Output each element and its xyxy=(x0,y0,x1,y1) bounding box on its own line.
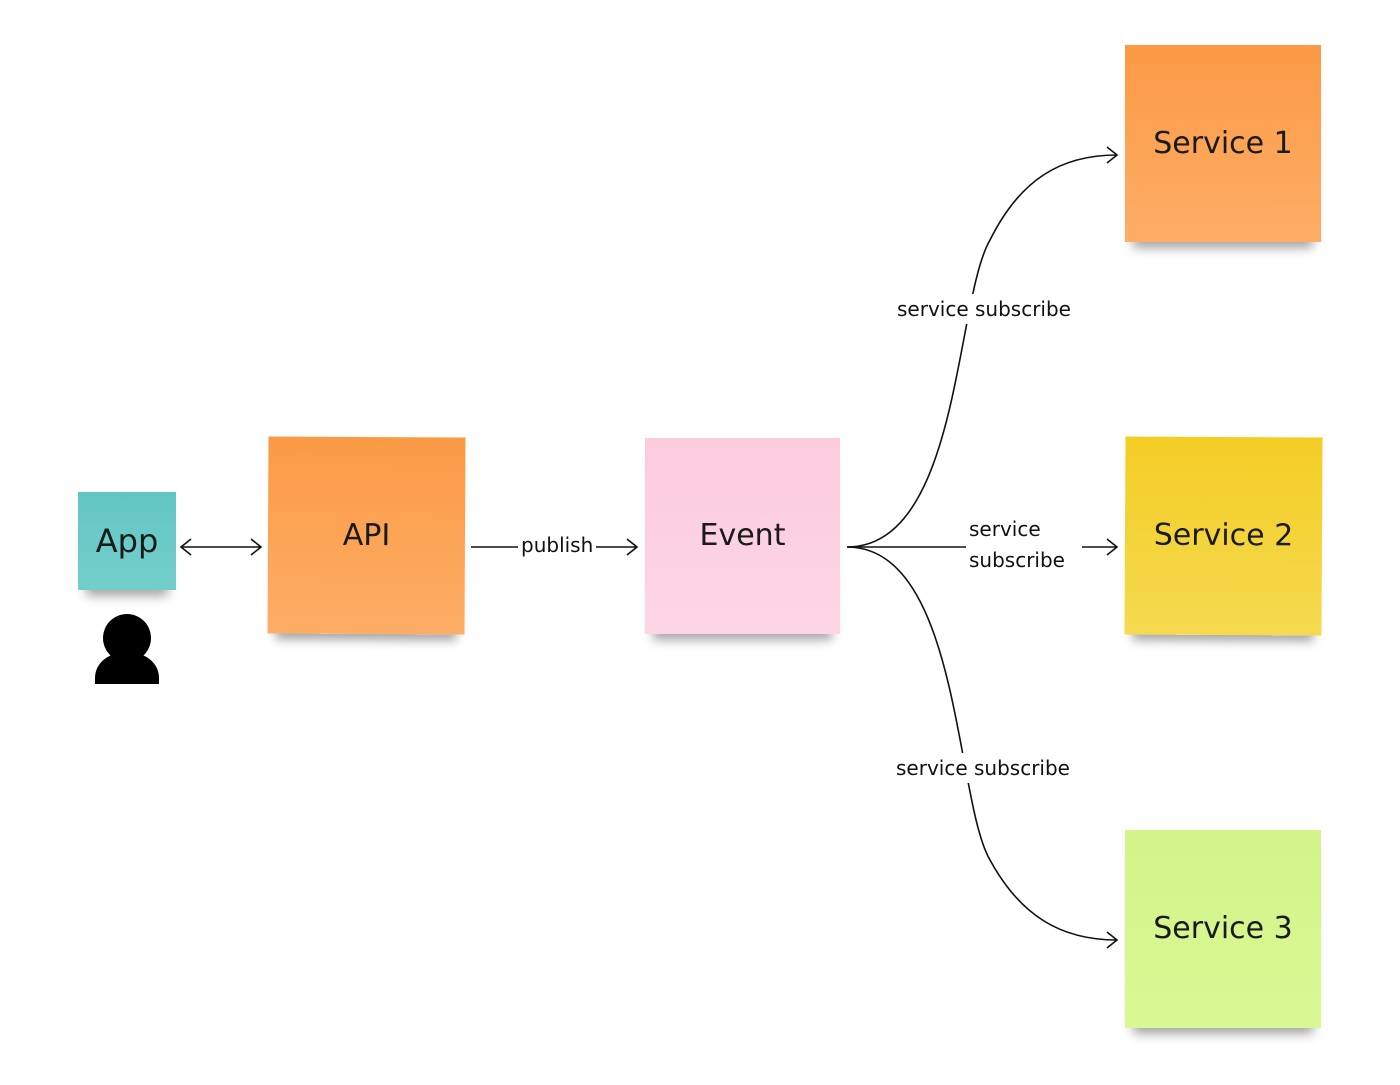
service2-note: Service 2 xyxy=(1124,436,1323,636)
arrowhead-event xyxy=(626,538,639,556)
arrowhead-app-side xyxy=(179,538,192,556)
event-note: Event xyxy=(645,438,840,634)
service1-subscribe-label: service subscribe xyxy=(894,294,1074,324)
service2-note-label: Service 2 xyxy=(1153,517,1294,554)
edge-event-service3 xyxy=(846,546,1118,941)
service1-note: Service 1 xyxy=(1125,45,1321,242)
service3-note: Service 3 xyxy=(1125,830,1321,1028)
service2-subscribe-label: service subscribe xyxy=(966,514,1082,576)
edge-event-service1 xyxy=(846,154,1118,548)
arrowhead-service2 xyxy=(1106,538,1119,556)
person-icon xyxy=(95,614,159,684)
arrowhead-api-side xyxy=(250,538,263,556)
api-note: API xyxy=(267,436,466,635)
publish-edge-label: publish xyxy=(518,530,597,560)
service3-subscribe-label: service subscribe xyxy=(893,753,1073,783)
app-note-label: App xyxy=(95,522,159,560)
arrowhead-service3 xyxy=(1106,931,1119,949)
app-note: App xyxy=(78,492,176,590)
service1-note-label: Service 1 xyxy=(1153,125,1293,161)
api-note-label: API xyxy=(342,517,391,553)
event-note-label: Event xyxy=(699,518,786,553)
service3-note-label: Service 3 xyxy=(1153,911,1293,946)
arrowhead-service1 xyxy=(1106,146,1119,164)
